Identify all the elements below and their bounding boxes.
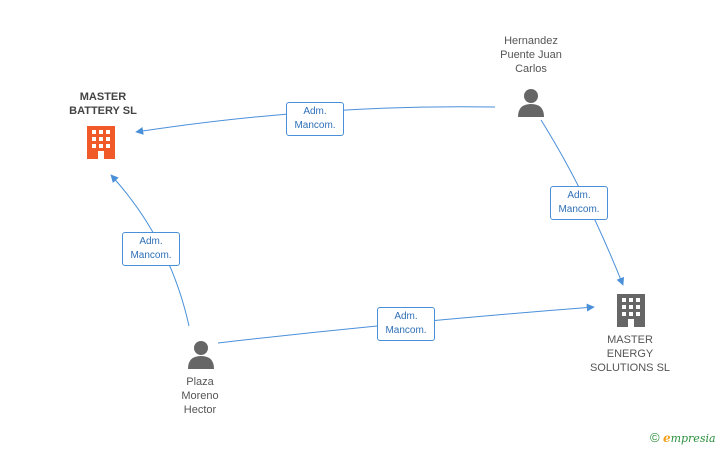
person-icon[interactable] — [188, 341, 214, 369]
empresia-logo[interactable]: © empresia — [650, 430, 726, 448]
brand-name: mpresia — [670, 432, 716, 445]
person-name-plaza[interactable]: Plaza Moreno Hector — [181, 376, 219, 416]
node-master-energy[interactable]: MASTER ENERGY SOLUTIONS SL — [578, 333, 682, 375]
building-icon[interactable] — [87, 126, 115, 159]
company-name-master-energy[interactable]: MASTER ENERGY SOLUTIONS SL — [589, 334, 671, 374]
node-master-battery[interactable]: MASTER BATTERY SL — [48, 90, 158, 118]
brand-letter: e — [662, 431, 671, 445]
person-icon[interactable] — [518, 89, 544, 117]
company-name-master-battery[interactable]: MASTER BATTERY SL — [69, 91, 137, 117]
copyright-symbol: © — [650, 430, 660, 445]
node-hernandez[interactable]: Hernandez Puente Juan Carlos — [478, 34, 584, 76]
edge-label-hernandez-master-battery[interactable]: Adm. Mancom. — [286, 102, 344, 136]
building-icon[interactable] — [617, 294, 645, 327]
edge-label-plaza-master-energy[interactable]: Adm. Mancom. — [377, 307, 435, 341]
node-plaza[interactable]: Plaza Moreno Hector — [150, 375, 250, 417]
person-name-hernandez[interactable]: Hernandez Puente Juan Carlos — [500, 35, 562, 75]
edge-label-plaza-master-battery[interactable]: Adm. Mancom. — [122, 232, 180, 266]
edge-label-hernandez-master-energy[interactable]: Adm. Mancom. — [550, 186, 608, 220]
